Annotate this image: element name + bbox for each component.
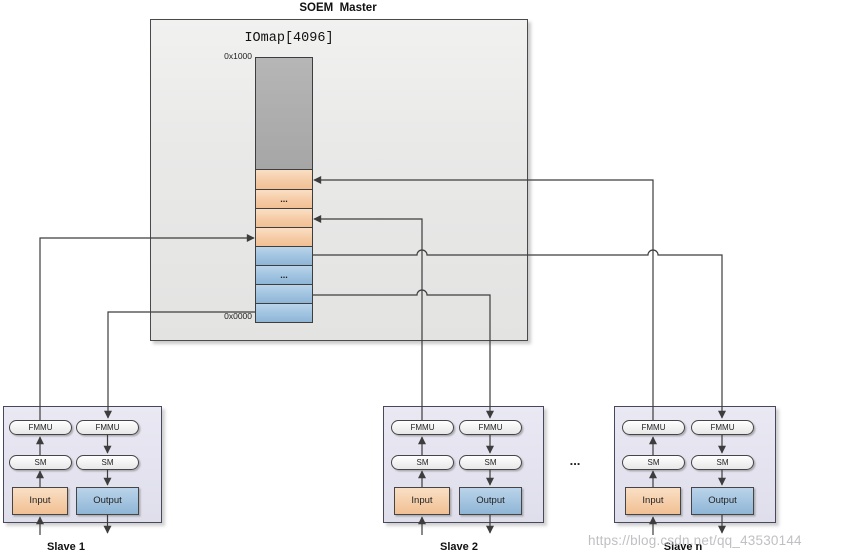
iomap-output-segment-1 bbox=[255, 246, 313, 266]
slave1-fmmu-output-pill: FMMU bbox=[76, 420, 139, 435]
slave-n-output-box: Output bbox=[691, 487, 754, 515]
slave2-sm-input-pill: SM bbox=[391, 455, 454, 470]
slave-n-input-box: Input bbox=[625, 487, 681, 515]
slave2-label: Slave 2 bbox=[440, 541, 478, 553]
iomap-address-top: 0x1000 bbox=[224, 51, 252, 61]
iomap-output-segment-3 bbox=[255, 303, 313, 323]
slave1-fmmu-input-pill: FMMU bbox=[9, 420, 72, 435]
slave-n-fmmu-output-pill: FMMU bbox=[691, 420, 754, 435]
iomap-output-segment-ellipsis: ... bbox=[255, 265, 313, 285]
slave1-label: Slave 1 bbox=[47, 541, 85, 553]
slave2-sm-output-pill: SM bbox=[459, 455, 522, 470]
slave2-output-box: Output bbox=[459, 487, 522, 515]
slave1-input-box: Input bbox=[12, 487, 68, 515]
more-slaves-ellipsis: ... bbox=[569, 453, 581, 468]
slave-n-sm-input-pill: SM bbox=[622, 455, 685, 470]
slave1-sm-output-pill: SM bbox=[76, 455, 139, 470]
iomap-input-segment-2 bbox=[255, 208, 313, 228]
iomap-input-segment-3 bbox=[255, 227, 313, 247]
soem-master-box bbox=[150, 19, 528, 341]
iomap-unused-block bbox=[255, 57, 313, 171]
iomap-array-label: IOmap[4096] bbox=[244, 31, 334, 46]
slave2-input-box: Input bbox=[394, 487, 450, 515]
master-title: SOEM Master bbox=[299, 2, 377, 14]
iomap-input-segment-1 bbox=[255, 169, 313, 190]
slave2-fmmu-output-pill: FMMU bbox=[459, 420, 522, 435]
slave-n-fmmu-input-pill: FMMU bbox=[622, 420, 685, 435]
iomap-input-segment-ellipsis: ... bbox=[255, 189, 313, 209]
slave2-fmmu-input-pill: FMMU bbox=[391, 420, 454, 435]
slave1-sm-input-pill: SM bbox=[9, 455, 72, 470]
iomap-address-bottom: 0x0000 bbox=[224, 311, 252, 321]
slave1-output-box: Output bbox=[76, 487, 139, 515]
slave-n-sm-output-pill: SM bbox=[691, 455, 754, 470]
watermark-text: https://blog.csdn.net/qq_43530144 bbox=[588, 533, 802, 548]
iomap-output-segment-2 bbox=[255, 284, 313, 304]
slave-n-label: Slave n bbox=[663, 541, 703, 553]
